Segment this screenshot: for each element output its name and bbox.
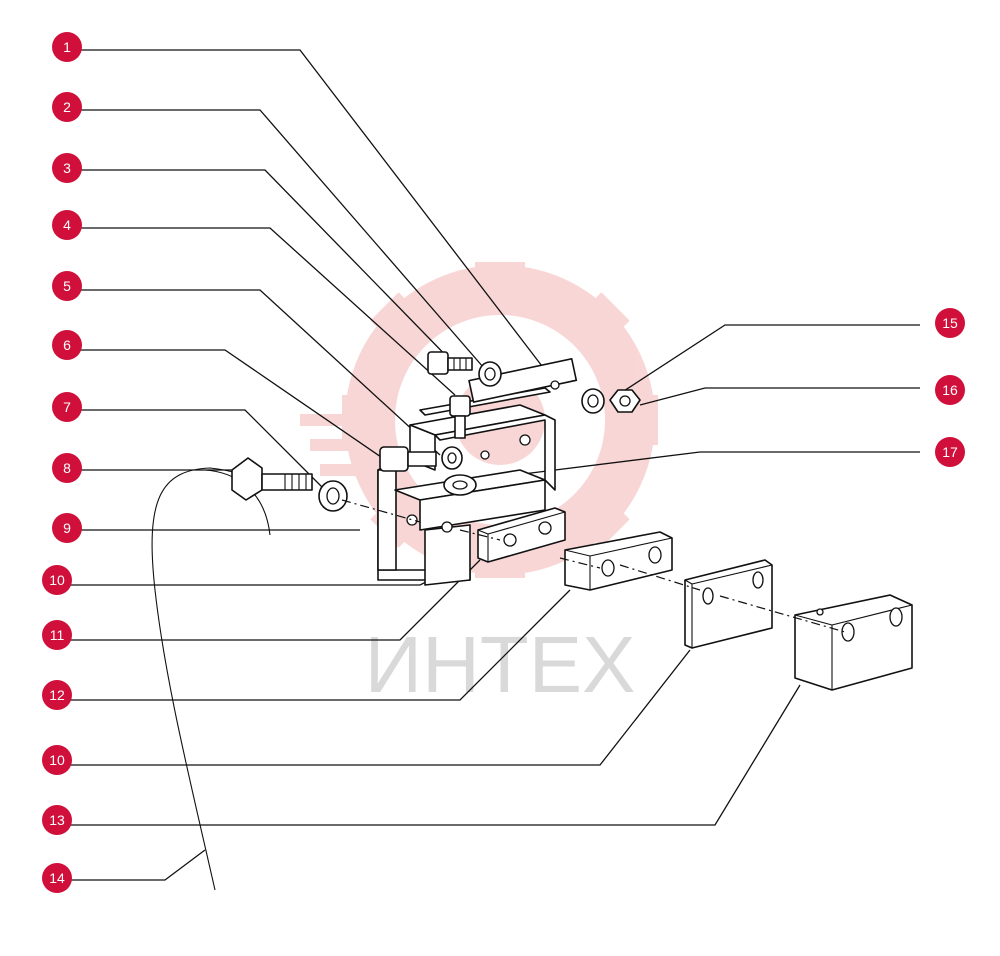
- callout-13: 13: [42, 805, 72, 835]
- svg-text:3: 3: [63, 160, 71, 176]
- svg-text:13: 13: [49, 812, 65, 828]
- callout-1: 1: [52, 32, 82, 62]
- callout-7: 7: [52, 392, 82, 422]
- block-part-12: [564, 531, 673, 591]
- svg-text:10: 10: [49, 752, 65, 768]
- watermark-text: ИНТЕХ: [365, 620, 636, 709]
- washer-part-7: [318, 480, 348, 512]
- screw-part-6: [379, 446, 437, 472]
- svg-text:4: 4: [63, 217, 71, 233]
- callout-8: 8: [52, 453, 82, 483]
- block-part-13: [794, 594, 913, 691]
- callout-10-upper: 10: [42, 565, 72, 595]
- svg-text:15: 15: [942, 315, 958, 331]
- callout-4: 4: [52, 210, 82, 240]
- svg-text:6: 6: [63, 337, 71, 353]
- leader-lines: [65, 49, 920, 881]
- callout-14: 14: [42, 863, 72, 893]
- callout-5: 5: [52, 271, 82, 301]
- callout-6: 6: [52, 330, 82, 360]
- callout-11: 11: [42, 620, 72, 650]
- callout-12: 12: [42, 680, 72, 710]
- plate-part-10-upper: [477, 507, 566, 563]
- svg-text:7: 7: [63, 399, 71, 415]
- nut-part-16: [609, 389, 641, 413]
- screw-part-4: [449, 395, 471, 439]
- screw-part-3: [427, 351, 473, 375]
- callouts-right: 15 16 17: [935, 308, 965, 467]
- svg-text:14: 14: [49, 870, 65, 886]
- cable-part: [151, 467, 271, 891]
- washer-part-17: [443, 474, 477, 496]
- svg-text:11: 11: [50, 627, 65, 643]
- svg-text:9: 9: [63, 520, 71, 536]
- callout-9: 9: [52, 513, 82, 543]
- assembly-axis-line: [341, 499, 846, 633]
- svg-text:1: 1: [63, 39, 71, 55]
- callout-3: 3: [52, 153, 82, 183]
- svg-text:8: 8: [63, 460, 71, 476]
- plates-and-blocks: [341, 499, 913, 691]
- callout-2: 2: [52, 92, 82, 122]
- svg-text:12: 12: [49, 687, 65, 703]
- svg-text:17: 17: [942, 444, 958, 460]
- fasteners: [231, 351, 641, 512]
- svg-text:2: 2: [63, 99, 71, 115]
- callouts-left: 1 2 3 4 5 6 7 8 9 10 11 12 10 13 14: [42, 32, 82, 893]
- callout-10-lower: 10: [42, 745, 72, 775]
- svg-text:10: 10: [49, 572, 65, 588]
- washer-part-5: [441, 446, 463, 470]
- plate-part-10-lower: [684, 559, 773, 649]
- svg-text:5: 5: [63, 278, 71, 294]
- callout-17: 17: [935, 437, 965, 467]
- callout-16: 16: [935, 375, 965, 405]
- washer-part-2: [478, 361, 502, 387]
- washer-part-15: [581, 388, 605, 414]
- svg-text:16: 16: [942, 382, 958, 398]
- screw-part-8: [231, 457, 313, 501]
- callout-15: 15: [935, 308, 965, 338]
